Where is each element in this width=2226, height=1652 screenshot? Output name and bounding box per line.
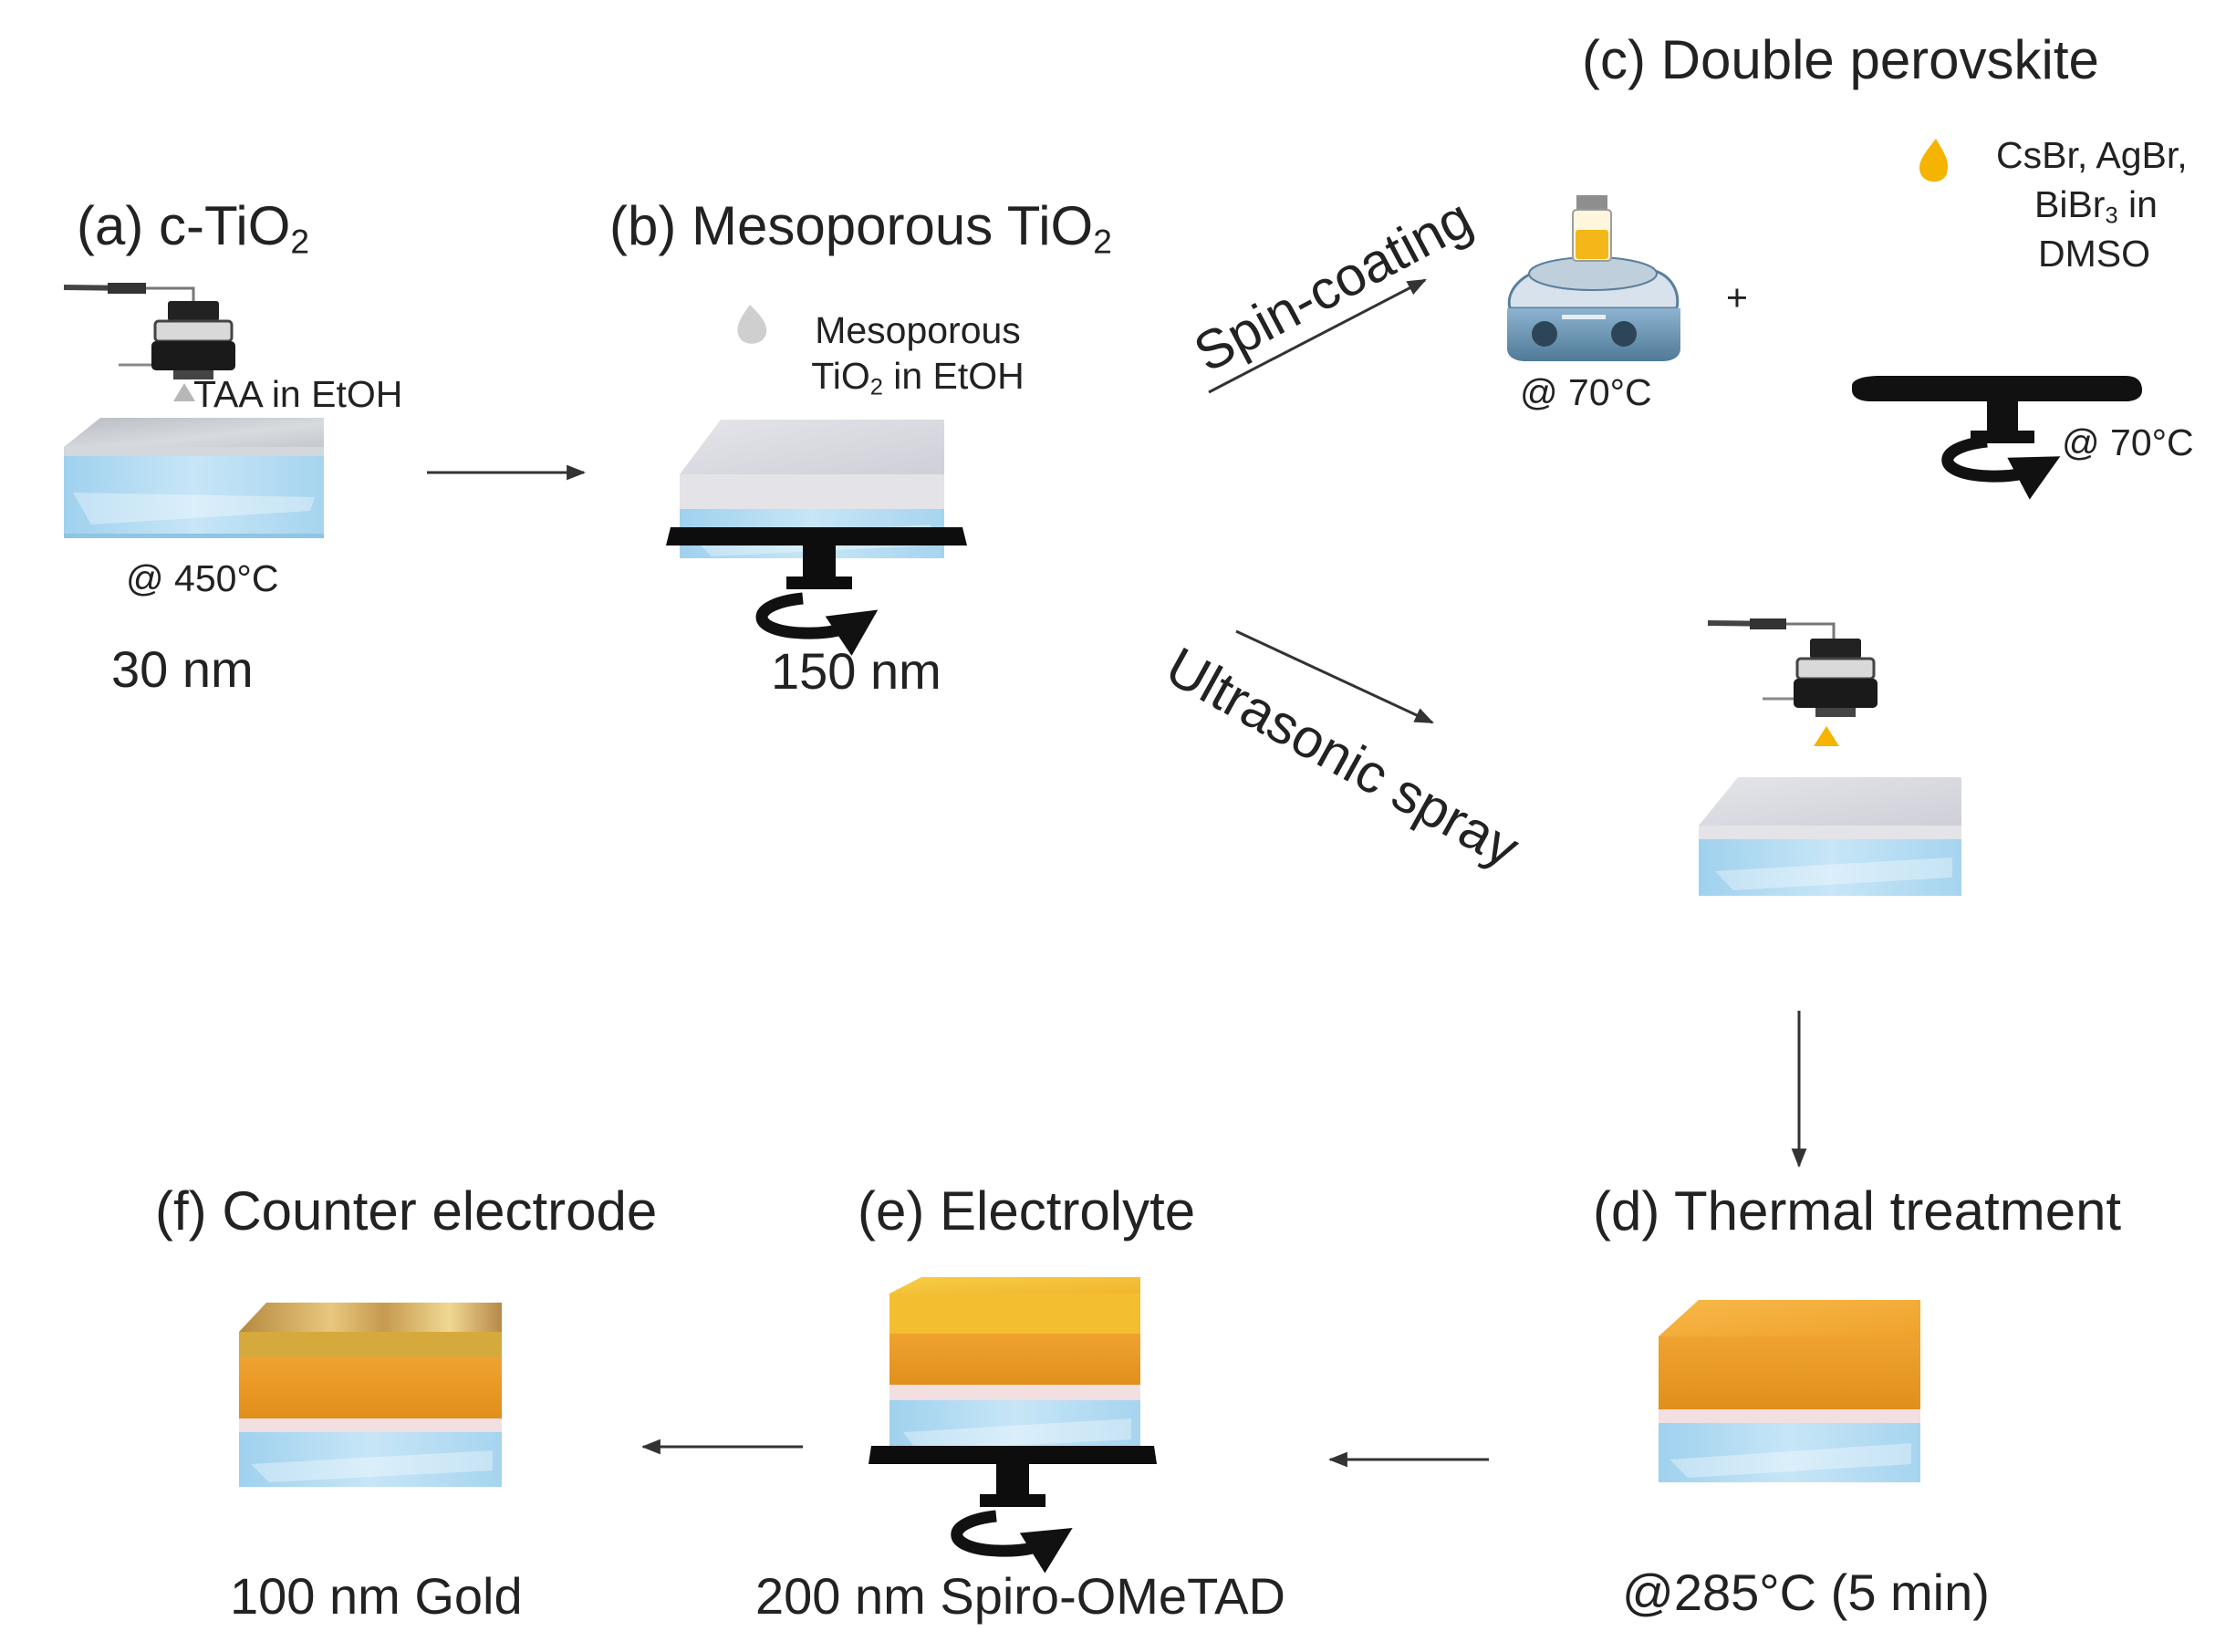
step-f-name: Counter electrode xyxy=(222,1180,658,1242)
step-f-thickness: 100 nm Gold xyxy=(230,1567,523,1625)
arrow-ultrasonic-spray xyxy=(1235,629,1434,724)
spin-chuck-icon xyxy=(869,1446,1157,1507)
step-b-precursor-line2-sub: 2 xyxy=(869,374,883,400)
droplet-icon xyxy=(737,305,767,344)
step-b-precursor-line2-b: in EtOH xyxy=(882,355,1025,397)
rotation-arrow-icon xyxy=(1941,435,2061,500)
step-b-thickness: 150 nm xyxy=(771,642,941,700)
step-e-title: (e) Electrolyte xyxy=(858,1184,1195,1239)
step-b-name: Mesoporous TiO xyxy=(692,195,1094,256)
rotation-arrow-icon xyxy=(951,1510,1073,1574)
hotplate-stirrer-icon xyxy=(1507,256,1680,361)
stack-spiro xyxy=(889,1277,1140,1455)
step-a-precursor: TAA in EtOH xyxy=(193,373,403,415)
step-c-precursor-line2-b: in xyxy=(2117,183,2158,225)
step-e-thickness: 200 nm Spiro-OMeTAD xyxy=(755,1567,1285,1625)
step-d-prefix: (d) xyxy=(1593,1180,1660,1242)
stack-gold xyxy=(239,1303,502,1487)
step-a-name-sub: 2 xyxy=(290,222,310,261)
step-a-name: c-TiO xyxy=(159,195,291,256)
step-a-title: (a) c-TiO2 xyxy=(77,199,309,259)
droplet-icon xyxy=(1814,726,1839,746)
rotation-arrow-icon xyxy=(755,592,879,656)
step-b-title: (b) Mesoporous TiO2 xyxy=(609,199,1112,259)
step-e-name: Electrolyte xyxy=(940,1180,1196,1242)
step-c-precursor-line1: CsBr, AgBr, xyxy=(1996,134,2188,176)
step-b-precursor-line2-a: TiO xyxy=(811,355,870,397)
step-c-precursor-line2-a: BiBr xyxy=(2034,183,2106,225)
droplet-icon xyxy=(173,383,195,401)
substrate-spray xyxy=(1699,777,1961,896)
spin-chuck-icon xyxy=(666,527,967,589)
spin-chuck-icon xyxy=(1852,376,2142,443)
step-a-prefix: (a) xyxy=(77,195,144,256)
step-b-precursor-line2: TiO2 in EtOH xyxy=(799,358,1036,400)
step-d-condition: @285°C (5 min) xyxy=(1622,1564,1990,1621)
ultrasonic-nozzle-icon xyxy=(1707,618,1878,717)
step-a-thickness: 30 nm xyxy=(111,640,254,698)
ultrasonic-nozzle-icon xyxy=(63,283,235,379)
vial-icon xyxy=(1572,195,1612,262)
plus-sign: + xyxy=(1726,276,1748,318)
step-c-precursor-line2: BiBr3 in xyxy=(2034,186,2158,228)
step-e-prefix: (e) xyxy=(858,1180,925,1242)
step-b-name-sub: 2 xyxy=(1093,222,1112,261)
step-b-precursor-line1: Mesoporous xyxy=(815,309,1021,351)
step-f-title: (f) Counter electrode xyxy=(155,1184,657,1239)
step-c-precursor-line3: DMSO xyxy=(2038,233,2150,275)
step-c-name: Double perovskite xyxy=(1660,29,2099,90)
spinner-temperature: @ 70°C xyxy=(2062,421,2194,463)
step-f-prefix: (f) xyxy=(155,1180,207,1242)
step-c-precursor-line2-sub: 3 xyxy=(2105,203,2118,229)
step-b-prefix: (b) xyxy=(609,195,677,256)
arrow-spin-coating xyxy=(1208,278,1427,394)
droplet-icon xyxy=(1919,139,1949,182)
hotplate-temperature: @ 70°C xyxy=(1520,371,1652,413)
step-c-prefix: (c) xyxy=(1582,29,1646,90)
step-a-temperature: @ 450°C xyxy=(126,557,279,599)
step-d-title: (d) Thermal treatment xyxy=(1593,1184,2121,1239)
stack-perovskite xyxy=(1659,1300,1920,1482)
substrate-c-tio2 xyxy=(64,418,324,538)
step-d-name: Thermal treatment xyxy=(1673,1180,2122,1242)
step-c-title: (c) Double perovskite xyxy=(1582,33,2099,88)
